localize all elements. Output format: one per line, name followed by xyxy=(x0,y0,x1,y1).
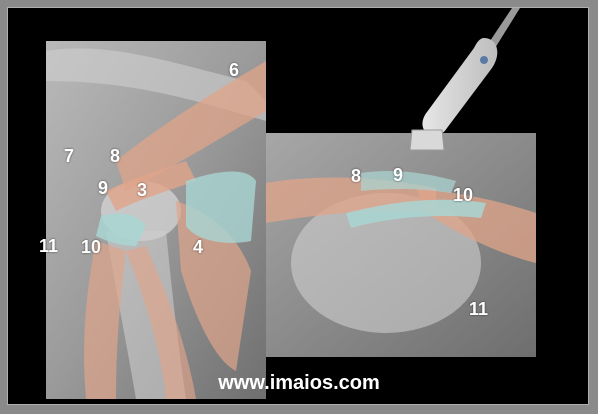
label-7: 7 xyxy=(64,146,74,167)
label-9-left: 9 xyxy=(98,178,108,199)
ultrasound-probe-icon xyxy=(392,8,532,158)
shoulder-xray-illustration xyxy=(46,41,266,399)
label-8-right: 8 xyxy=(351,166,361,187)
image-canvas: 6 7 8 9 3 11 10 4 8 9 10 11 www.imaios.c… xyxy=(7,7,589,405)
label-9-right: 9 xyxy=(393,165,403,186)
label-10-right: 10 xyxy=(453,185,473,206)
label-11-right: 11 xyxy=(469,299,488,320)
label-11-left: 11 xyxy=(39,236,58,257)
shoulder-xray-panel xyxy=(46,41,266,399)
label-3: 3 xyxy=(137,180,147,201)
label-8-left: 8 xyxy=(110,146,120,167)
label-10-left: 10 xyxy=(81,237,101,258)
label-4: 4 xyxy=(193,237,203,258)
label-6: 6 xyxy=(229,60,239,81)
watermark-url: www.imaios.com xyxy=(8,372,590,395)
